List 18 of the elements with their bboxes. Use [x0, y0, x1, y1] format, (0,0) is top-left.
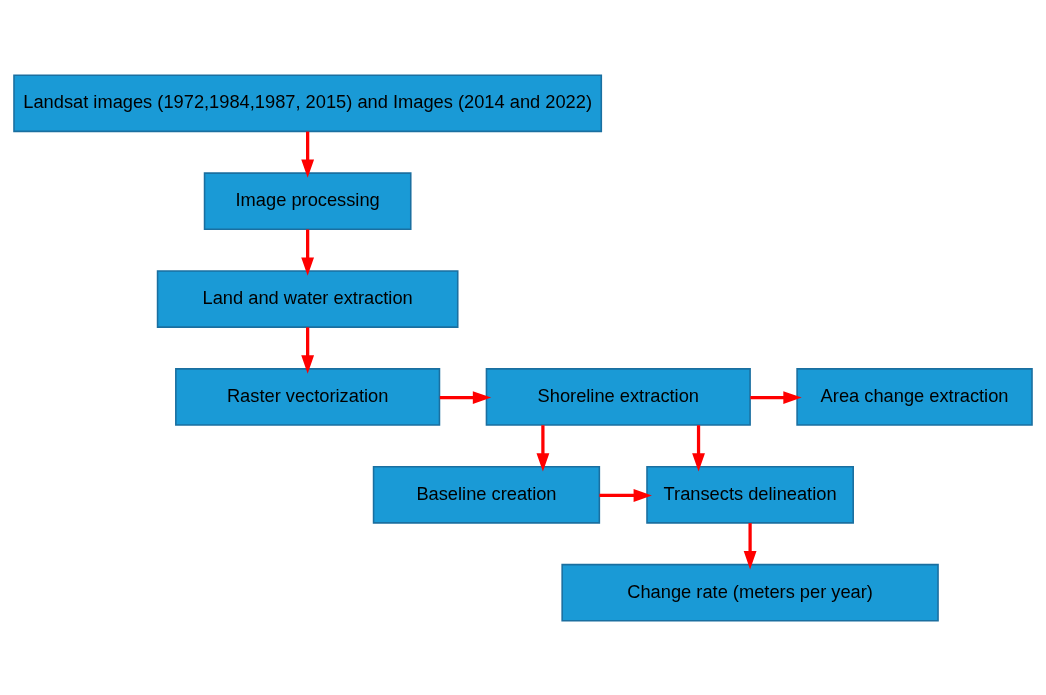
- node-box: Transects delineation: [646, 465, 854, 524]
- arrow: [692, 424, 705, 472]
- arrow: [301, 131, 315, 178]
- arrow: [301, 229, 315, 276]
- node-box: Shoreline extraction: [485, 367, 751, 426]
- node-box: Change rate (meters per year): [561, 563, 939, 622]
- node-box: Landsat images (1972,1984,1987, 2015) and Images (2014 and 2022): [13, 73, 603, 132]
- arrow: [536, 424, 550, 472]
- node-box: Land and water extraction: [156, 269, 459, 328]
- node-box: Baseline creation: [372, 465, 601, 524]
- arrow: [750, 390, 802, 404]
- arrow: [439, 390, 492, 404]
- node-box: Raster vectorization: [175, 367, 441, 426]
- arrow: [599, 488, 652, 502]
- node-box: Area change extraction: [796, 367, 1033, 426]
- node-box: Image processing: [203, 171, 412, 230]
- arrow: [743, 522, 757, 569]
- arrow: [301, 326, 315, 374]
